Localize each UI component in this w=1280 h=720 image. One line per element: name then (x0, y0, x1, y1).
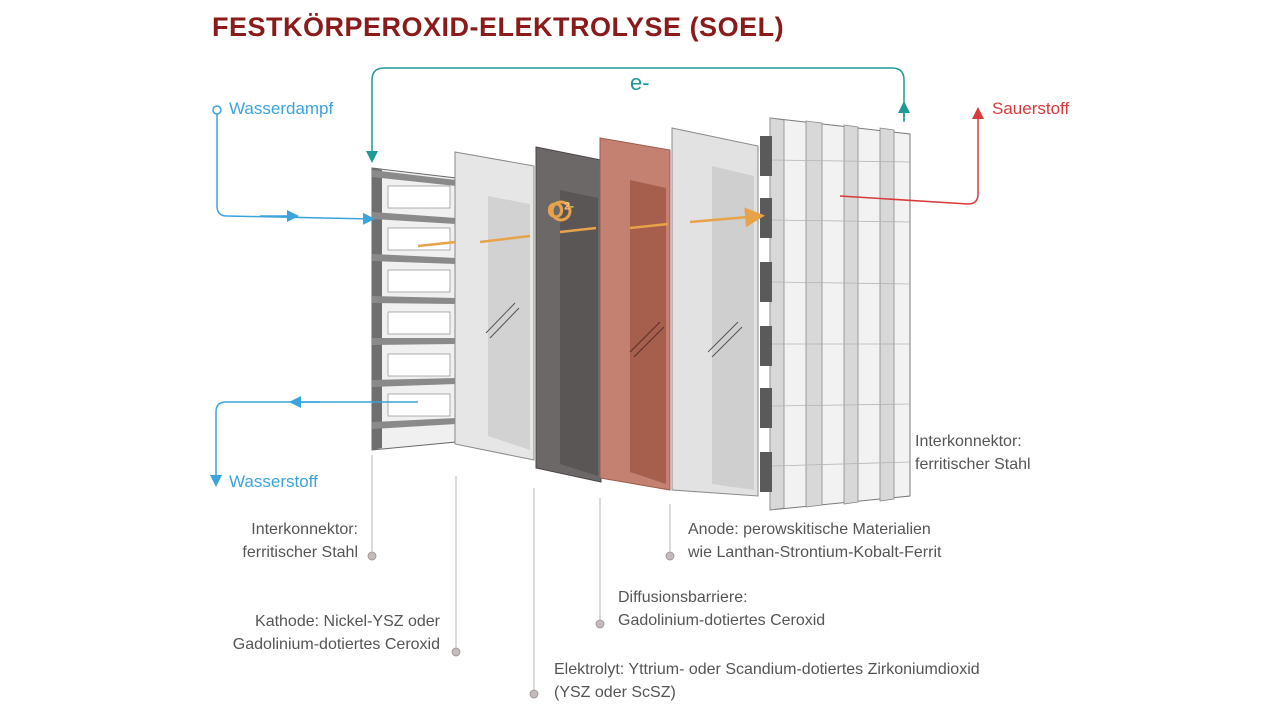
electron-label: e- (630, 70, 650, 95)
hydrogen-flow (210, 396, 418, 487)
label-interconnector-right: Interkonnektor: ferritischer Stahl (915, 433, 1031, 473)
oxygen-label: Sauerstoff (992, 99, 1070, 118)
oxide-ion-flow (417, 200, 765, 248)
label-anode: Anode: perowskitische Materialien wie La… (688, 521, 942, 561)
page-title: FESTKÖRPEROXID-ELEKTROLYSE (SOEL) (212, 12, 785, 42)
hydrogen-label: Wasserstoff (229, 472, 318, 491)
leader-dots (367, 551, 675, 699)
electrolyte-layer (535, 146, 602, 483)
anode-layer (671, 127, 759, 497)
label-cathode: Kathode: Nickel-YSZ oder Gadolinium-doti… (232, 613, 440, 653)
cathode-layer (454, 151, 535, 461)
water-vapor-label: Wasserdampf (229, 99, 334, 118)
label-diffusion-barrier: Diffusionsbarriere: Gadolinium-dotiertes… (618, 589, 826, 629)
left-interconnector (371, 167, 457, 451)
electron-flow (366, 67, 910, 163)
diffusion-barrier-layer (599, 137, 671, 491)
label-electrolyte: Elektrolyt: Yttrium- oder Scandium-dotie… (554, 661, 980, 701)
label-interconnector-left: Interkonnektor: ferritischer Stahl (242, 521, 358, 561)
oxide-ion-label: O2- (547, 198, 574, 223)
water-vapor-flow (212, 105, 375, 225)
leader-lines (371, 455, 671, 692)
oxygen-flow (839, 107, 984, 205)
right-interconnector (760, 117, 911, 511)
